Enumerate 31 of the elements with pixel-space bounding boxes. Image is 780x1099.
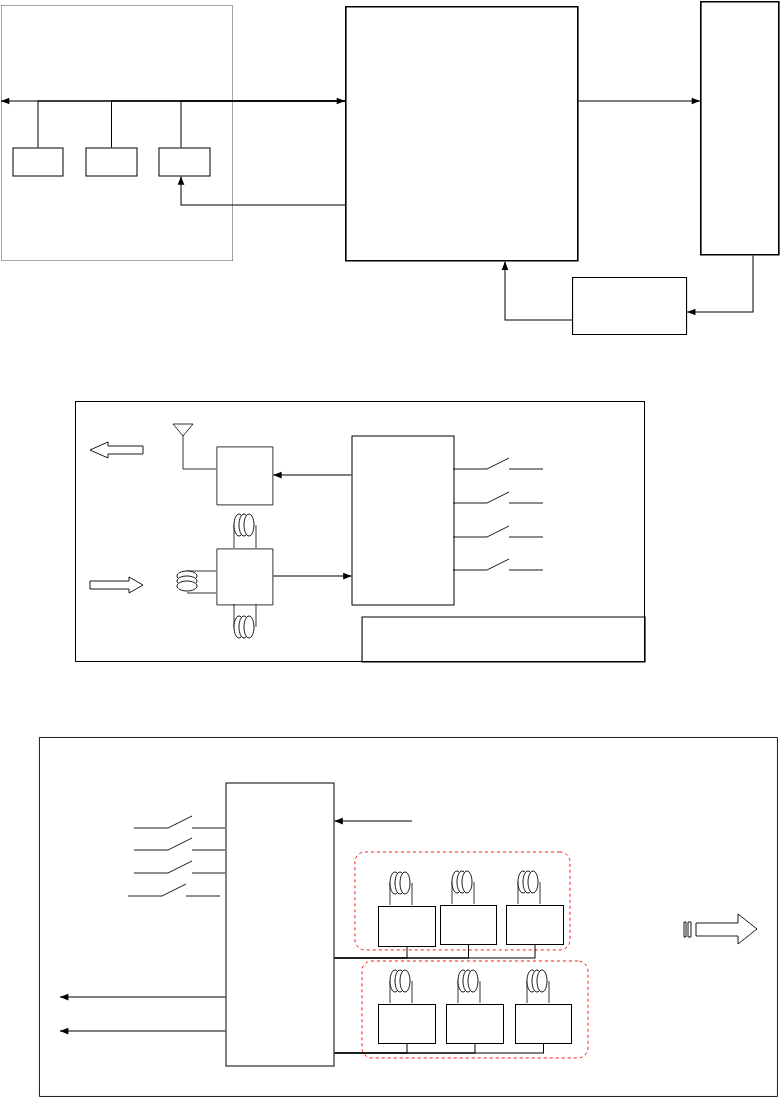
panel-frame (39, 737, 778, 1097)
module-box (378, 906, 436, 947)
module-box (378, 1004, 436, 1044)
receiver-box (216, 548, 274, 606)
arrow (177, 176, 346, 206)
transmitter-box (216, 446, 274, 506)
panel-box (361, 616, 646, 663)
module-box (440, 905, 497, 945)
controller-box (225, 782, 335, 1067)
panel-frame (75, 401, 645, 662)
module-box (506, 905, 564, 945)
arrow (272, 471, 352, 479)
controller-box (351, 435, 455, 606)
arrow (59, 993, 226, 1001)
module-box (158, 147, 211, 177)
unit-box (700, 1, 780, 256)
arrow (59, 1027, 226, 1035)
group-box (354, 851, 571, 951)
arrow (272, 572, 352, 580)
arrow (334, 817, 413, 825)
controller-box (345, 6, 579, 262)
arrow (501, 261, 573, 321)
module-box (515, 1004, 572, 1044)
group-box (1, 5, 233, 261)
module-box (85, 147, 138, 177)
module-box (12, 147, 64, 177)
module-box (446, 1004, 504, 1044)
arrow (578, 97, 701, 105)
group-box (361, 960, 589, 1059)
unit-box (572, 277, 688, 336)
arrow (686, 255, 754, 316)
